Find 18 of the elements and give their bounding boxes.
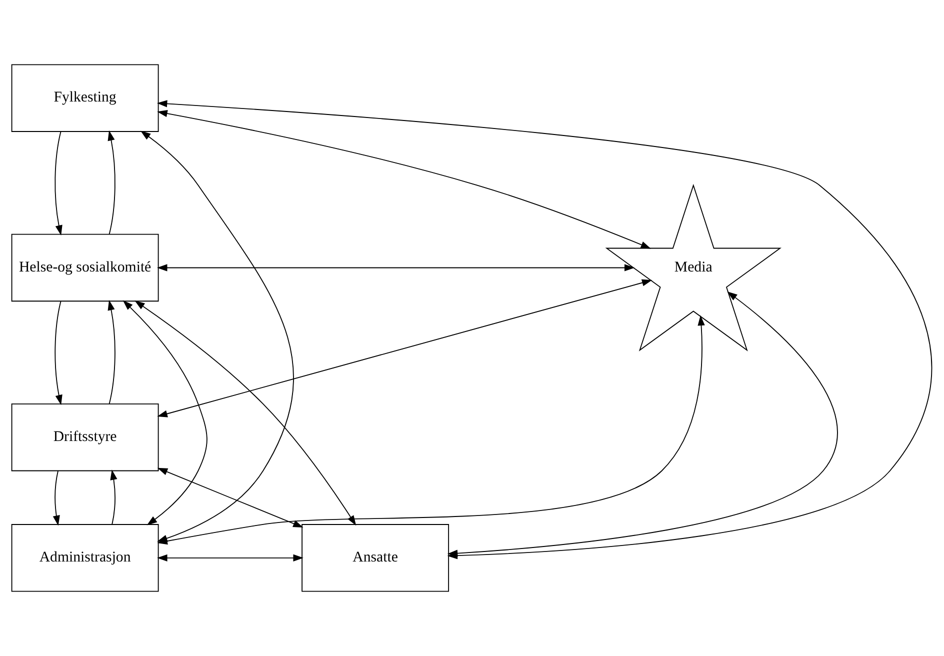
arrow xyxy=(157,264,635,272)
arrow xyxy=(52,470,60,526)
node-box: Helse-og sosialkomité xyxy=(11,234,159,302)
arrow xyxy=(54,131,62,236)
arrow xyxy=(157,279,652,418)
node-box: Fylkesting xyxy=(11,64,159,132)
arrow xyxy=(157,468,304,528)
node-box: Ansatte xyxy=(302,524,450,592)
node-box: Driftsstyre xyxy=(11,404,159,472)
arrow xyxy=(157,110,652,249)
arrow xyxy=(108,130,116,235)
arrow xyxy=(110,470,118,525)
arrow xyxy=(157,554,304,562)
arrow xyxy=(447,291,838,557)
arrow xyxy=(54,300,62,406)
arrow xyxy=(122,300,208,526)
arrow xyxy=(108,300,116,404)
node-box: Administrasjon xyxy=(11,524,159,592)
